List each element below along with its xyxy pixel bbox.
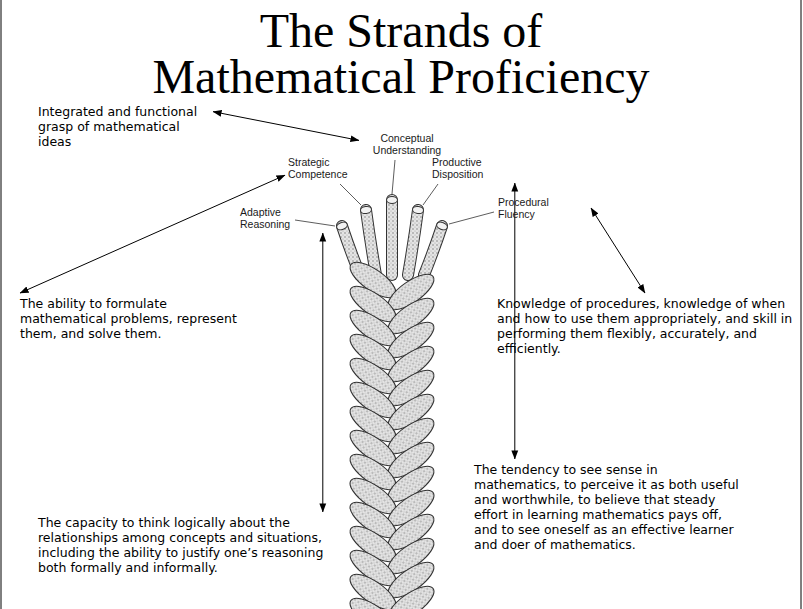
double-arrow: [20, 175, 285, 293]
rope-strand: [387, 200, 397, 275]
rope-strand-outline: [424, 226, 442, 275]
slide-title: The Strands of Mathematical Proficiency: [131, 8, 671, 100]
leader-line: [295, 220, 335, 226]
rope-strand-outline: [386, 200, 398, 275]
node-text: Adaptive Reasoning: [240, 206, 330, 230]
double-arrow: [322, 233, 323, 512]
definition-text: The tendency to see sense in mathematics…: [474, 462, 744, 552]
strand-label: Strategic Competence: [288, 156, 378, 180]
strand-tip: [387, 197, 398, 204]
strand-label: Productive Disposition: [432, 156, 522, 180]
node-text: Conceptual Understanding: [362, 132, 452, 156]
node-text: Productive Disposition: [432, 156, 522, 180]
double-arrow: [213, 112, 359, 141]
strand-label: Procedural Fluency: [498, 196, 588, 220]
rope-strand-outline: [408, 210, 418, 275]
slide-border: [801, 0, 802, 609]
node-text: Integrated and functional grasp of mathe…: [38, 104, 210, 149]
node-text: The tendency to see sense in mathematics…: [474, 462, 744, 552]
rope-strand: [424, 226, 442, 275]
node-text: The capacity to think logically about th…: [38, 515, 334, 575]
strand-tip: [412, 206, 424, 214]
strand-tip: [436, 221, 449, 231]
strand-label: Conceptual Understanding: [362, 132, 452, 156]
definition-text: The capacity to think logically about th…: [38, 515, 334, 575]
node-text: The ability to formulate mathematical pr…: [20, 296, 245, 341]
rope-strand: [408, 210, 418, 275]
node-text: Strategic Competence: [288, 156, 378, 180]
leader-line: [423, 184, 438, 205]
leader-line: [392, 160, 395, 194]
slide-border: [1, 0, 2, 609]
node-text: Knowledge of procedures, knowledge of wh…: [497, 296, 793, 356]
node-text: Procedural Fluency: [498, 196, 588, 220]
leader-line: [340, 184, 361, 205]
strand-tip: [336, 221, 349, 231]
strand-tip: [360, 206, 372, 214]
double-arrow: [591, 208, 645, 293]
strand-label: Adaptive Reasoning: [240, 206, 330, 230]
definition-text: Knowledge of procedures, knowledge of wh…: [497, 296, 793, 356]
definition-text: Integrated and functional grasp of mathe…: [38, 104, 210, 149]
braid-segment: [345, 592, 439, 609]
leader-line: [449, 212, 494, 224]
definition-text: The ability to formulate mathematical pr…: [20, 296, 245, 341]
